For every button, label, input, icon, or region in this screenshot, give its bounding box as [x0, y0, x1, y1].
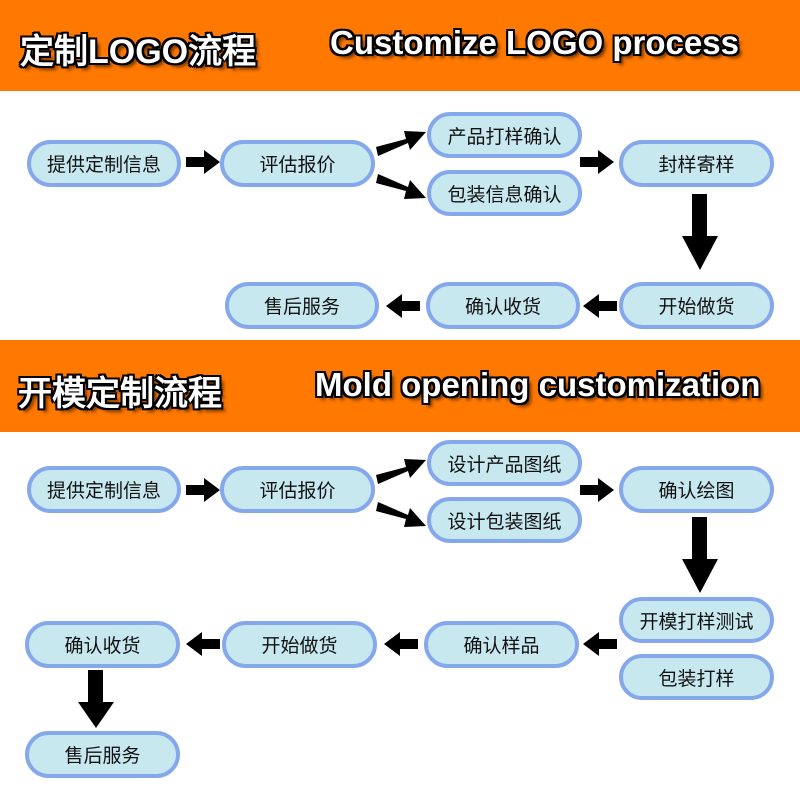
s2-node-design-product-drawing: 设计产品图纸 — [427, 440, 582, 486]
s2-node-design-packaging-drawing: 设计包装图纸 — [427, 497, 582, 543]
s1-arrow-diag-up — [376, 131, 426, 156]
s2-node-after-sales: 售后服务 — [25, 731, 180, 778]
s2-arrow-down-2 — [78, 670, 114, 728]
section1-title-cn: 定制LOGO流程 — [20, 33, 257, 71]
s1-arrow-diag-down — [376, 174, 426, 199]
s1-node-provide-info: 提供定制信息 — [27, 140, 181, 187]
s2-node-confirm-drawing: 确认绘图 — [619, 466, 774, 513]
s1-arrow-left-1 — [583, 294, 617, 318]
section1-banner: 定制LOGO流程 Customize LOGO process — [0, 0, 800, 91]
s1-node-after-sales: 售后服务 — [225, 282, 379, 329]
s1-node-start-production: 开始做货 — [619, 282, 774, 329]
s2-node-confirm-receipt: 确认收货 — [25, 621, 180, 668]
s2-node-start-production: 开始做货 — [222, 621, 377, 668]
s2-node-mold-sample-test: 开模打样测试 — [619, 597, 774, 643]
s2-arrow-diag-down — [376, 502, 426, 527]
s1-node-packaging-info-confirm: 包装信息确认 — [427, 170, 582, 216]
section2-banner: 开模定制流程 Mold opening customization — [0, 340, 800, 432]
s1-node-product-sample-confirm: 产品打样确认 — [427, 112, 582, 158]
s2-arrow-left-2 — [384, 632, 418, 656]
s1-arrow-left-2 — [386, 294, 420, 318]
section2-title-cn: 开模定制流程 — [18, 375, 222, 413]
section2-title-en: Mold opening customization — [315, 366, 761, 403]
section1-title-en: Customize LOGO process — [330, 24, 739, 61]
s1-node-seal-send-sample: 封样寄样 — [619, 140, 774, 187]
s2-node-packaging-sample: 包装打样 — [619, 654, 774, 700]
s2-arrow-diag-up — [376, 459, 426, 484]
s1-arrow-right-2 — [580, 150, 614, 174]
s1-arrow-down — [682, 194, 718, 270]
s2-arrow-right-1 — [186, 478, 220, 502]
s2-arrow-left-3 — [186, 632, 220, 656]
s1-node-evaluate-quote: 评估报价 — [220, 140, 375, 187]
s1-node-confirm-receipt: 确认收货 — [426, 282, 580, 329]
s2-node-provide-info: 提供定制信息 — [27, 466, 181, 513]
s2-arrow-left-1 — [583, 632, 617, 656]
s2-arrow-right-2 — [580, 478, 614, 502]
s1-arrow-right-1 — [186, 150, 220, 174]
s2-node-evaluate-quote: 评估报价 — [220, 466, 375, 513]
s2-node-confirm-sample: 确认样品 — [424, 621, 579, 668]
s2-arrow-down-1 — [682, 517, 718, 593]
